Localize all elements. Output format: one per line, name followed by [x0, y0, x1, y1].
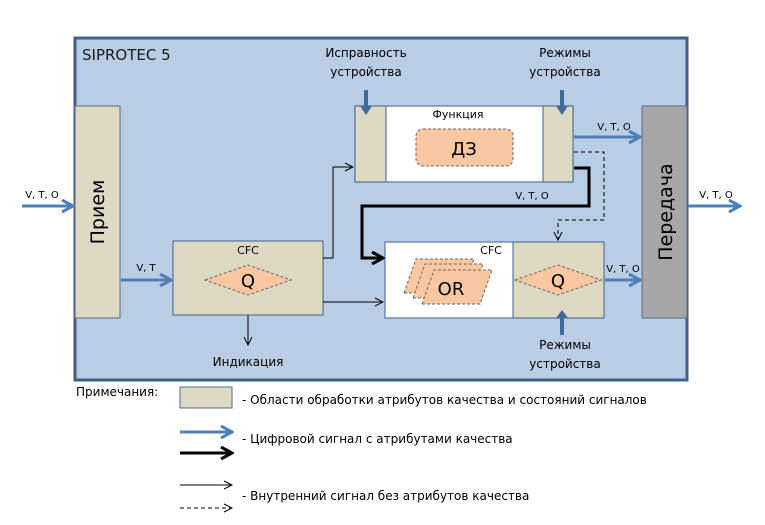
function-to-cfc2-dashed-arrow	[558, 151, 605, 240]
or-gate	[421, 269, 493, 305]
device-modes-top-label-line2: устройства	[529, 65, 600, 79]
legend-heading: Примечания:	[76, 385, 158, 399]
container-title: SIPROTEC 5	[82, 46, 171, 64]
cfc1-quality-symbol: Q	[241, 271, 255, 292]
input-signal-label: V, T, O	[25, 190, 59, 201]
indication-label: Индикация	[213, 355, 284, 369]
receive-label: Прием	[87, 180, 109, 245]
function-mode-area	[542, 105, 574, 183]
function-health-area	[354, 105, 387, 183]
legend-item-digital-signal: - Цифровой сигнал с атрибутами качества	[242, 432, 513, 446]
cfc1-title: CFC	[237, 244, 259, 257]
siprotec-container	[73, 36, 689, 382]
transmit-block	[641, 105, 688, 319]
legend-item-quality-area: - Области обработки атрибутов качества и…	[242, 393, 647, 407]
cfc2-out-label: V, T, O	[606, 264, 640, 275]
function-loop-label: V, T, O	[515, 191, 549, 202]
distance-protection-block	[415, 128, 514, 167]
device-health-label-line1: Исправность	[325, 46, 406, 60]
receive-block	[74, 105, 121, 319]
legend-item-internal-signal: - Внутренний сигнал без атрибутов качест…	[242, 489, 529, 503]
cfc2-quality-symbol: Q	[551, 271, 565, 292]
device-modes-top-arrow-head	[556, 106, 568, 115]
cfc1-to-function-arrow	[323, 167, 353, 259]
function-to-cfc2-bold-arrow	[360, 166, 591, 258]
function-out-label: V, T, O	[597, 122, 631, 133]
device-modes-bottom-label-line2: устройства	[529, 357, 600, 371]
device-modes-bottom-label-line1: Режимы	[539, 338, 591, 352]
device-health-label-line2: устройства	[330, 65, 401, 79]
cfc1-quality-diamond	[203, 264, 293, 296]
or-gate-label: OR	[438, 279, 465, 300]
function-title: Функция	[432, 108, 483, 121]
device-modes-top-label-line1: Режимы	[539, 46, 591, 60]
legend-quality-area-swatch	[179, 386, 233, 409]
transmit-label: Передача	[655, 163, 677, 260]
output-signal-label: V, T, O	[699, 190, 733, 201]
device-health-arrow-head	[360, 106, 372, 115]
distance-protection-label: ДЗ	[451, 139, 477, 160]
cfc2-title: CFC	[480, 244, 502, 257]
cfc2-quality-diamond	[513, 264, 603, 296]
receive-to-cfc1-label: V, T	[136, 263, 156, 274]
device-modes-bottom-arrow-head	[556, 310, 568, 318]
